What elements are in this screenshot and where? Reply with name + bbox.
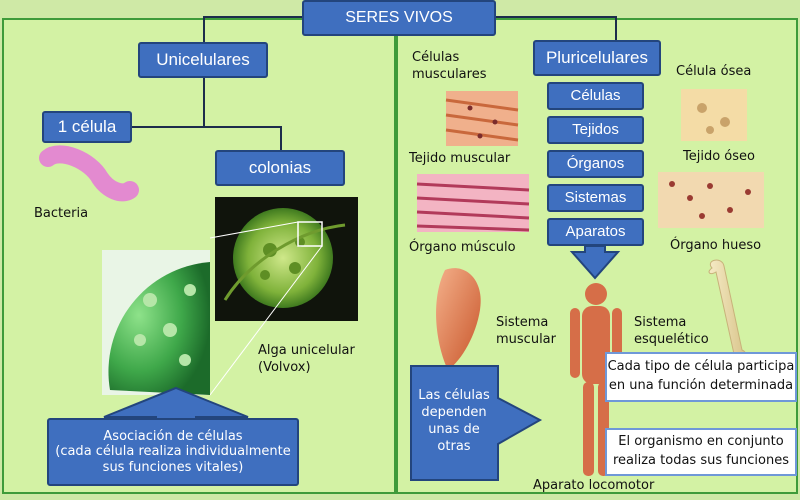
muscular-system-label: Sistema muscular bbox=[496, 315, 556, 347]
bacteria-image bbox=[39, 145, 139, 202]
connector-uni-vline bbox=[203, 76, 205, 128]
muscle-cells-label: Células musculares bbox=[412, 50, 487, 82]
right-arrow bbox=[410, 365, 543, 481]
bacteria-label: Bacteria bbox=[34, 206, 89, 221]
muscle-cells-image bbox=[445, 91, 519, 146]
cells-depend-label: Las células dependen unas de otras bbox=[418, 388, 490, 454]
pluricelulares-box: Pluricelulares bbox=[533, 40, 661, 76]
note-organism: El organismo en conjunto realiza todas s… bbox=[605, 428, 797, 476]
title-box: SERES VIVOS bbox=[302, 0, 496, 36]
bone-cell-image bbox=[681, 89, 747, 141]
level-sistemas-box: Sistemas bbox=[547, 184, 644, 212]
muscle-tissue-image bbox=[416, 174, 530, 232]
colony-zoom-image bbox=[102, 250, 210, 395]
connector-uni-hline bbox=[130, 126, 282, 128]
one-cell-box: 1 célula bbox=[42, 111, 132, 143]
down-arrow-right bbox=[569, 245, 621, 280]
muscle-organ-image bbox=[436, 268, 481, 370]
muscle-organ-label: Órgano músculo bbox=[409, 240, 516, 255]
level-aparatos-box: Aparatos bbox=[547, 218, 644, 246]
level-celulas-box: Células bbox=[547, 82, 644, 110]
level-tejidos-box: Tejidos bbox=[547, 116, 644, 144]
muscle-tissue-label: Tejido muscular bbox=[409, 151, 511, 166]
level-organos-box: Órganos bbox=[547, 150, 644, 178]
bone-organ-image bbox=[708, 259, 747, 364]
bone-tissue-label: Tejido óseo bbox=[683, 149, 755, 164]
connector-title-left-vline bbox=[203, 16, 205, 44]
locomotor-label: Aparato locomotor bbox=[533, 478, 655, 493]
connector-colonias-vline bbox=[280, 126, 282, 150]
note-cell-type: Cada tipo de célula participa en una fun… bbox=[605, 352, 797, 402]
volvox-image bbox=[215, 197, 358, 321]
bone-tissue-image bbox=[658, 172, 764, 228]
connector-title-right-vline bbox=[615, 16, 617, 42]
zoom-guide-bottom bbox=[209, 245, 323, 396]
association-box: Asociación de células (cada célula reali… bbox=[47, 418, 299, 486]
zoom-guide-top bbox=[209, 221, 299, 239]
unicelulares-box: Unicelulares bbox=[138, 42, 268, 78]
skeletal-system-label: Sistema esquelético bbox=[634, 315, 709, 347]
alga-label: Alga unicelular (Volvox) bbox=[258, 343, 355, 375]
colonias-box: colonias bbox=[215, 150, 345, 186]
bone-cell-label: Célula ósea bbox=[676, 64, 752, 79]
bone-organ-label: Órgano hueso bbox=[670, 238, 762, 253]
